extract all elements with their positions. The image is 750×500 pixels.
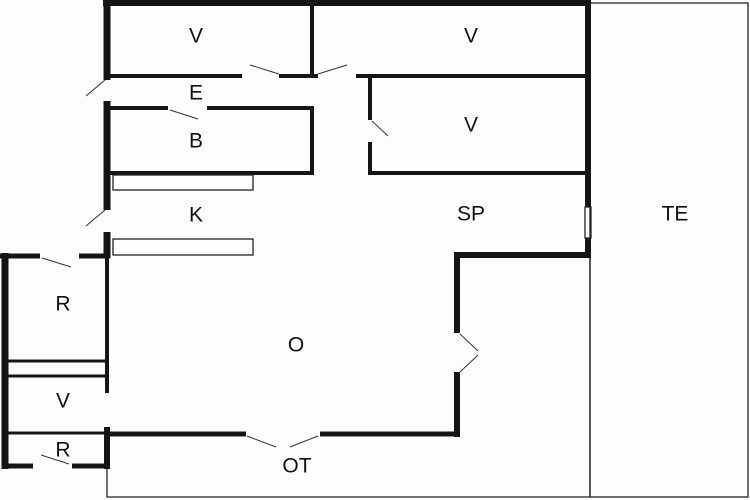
room-label-sp: SP (457, 203, 485, 226)
room-label-k: K (189, 204, 203, 227)
room-label-r-lower: R (55, 439, 70, 462)
outdoor-terrace-outline (106, 255, 591, 498)
room-label-e: E (189, 82, 203, 105)
room-label-v-top-right: V (464, 25, 478, 48)
room-label-o: O (288, 334, 304, 357)
terrace-outline (589, 2, 749, 498)
room-label-ot: OT (282, 455, 311, 478)
room-label-v-top-left: V (189, 25, 203, 48)
kitchen-counters (112, 174, 254, 256)
room-label-v-mid: V (464, 114, 478, 137)
room-label-te: TE (662, 203, 689, 226)
doors (40, 64, 479, 465)
room-label-b: B (189, 130, 203, 153)
window (584, 206, 592, 239)
room-labels: V V E B V K SP TE R O V R OT (55, 25, 688, 478)
room-label-r-upper: R (55, 293, 70, 316)
walls (0, 0, 592, 469)
room-label-v-left: V (56, 390, 70, 413)
